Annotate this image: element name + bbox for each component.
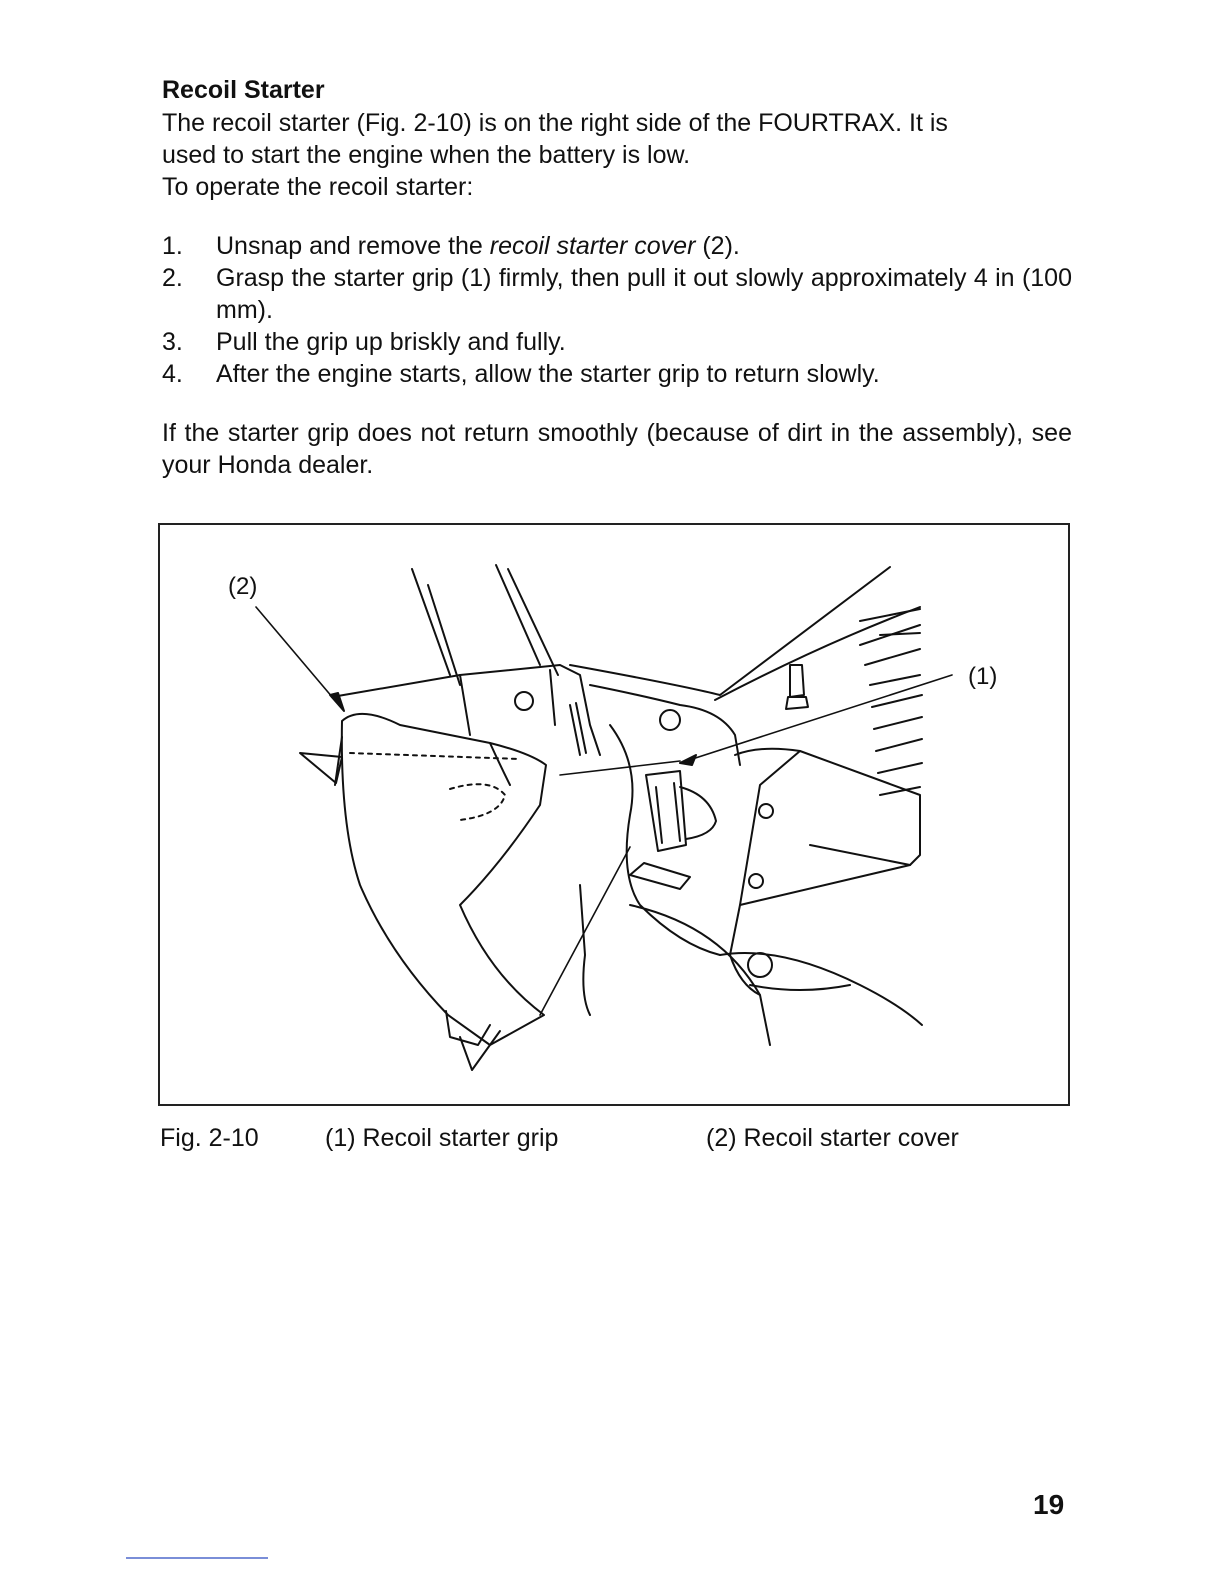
step-number: 3. — [162, 328, 183, 356]
intro-paragraph: The recoil starter (Fig. 2-10) is on the… — [162, 107, 1072, 203]
step-number: 1. — [162, 232, 183, 260]
step-item: 1. Unsnap and remove the recoil starter … — [162, 230, 1072, 262]
step-text-italic: recoil starter cover — [489, 232, 696, 260]
step-text: Grasp the starter grip (1) firmly, then … — [216, 264, 1072, 324]
figure-recoil-starter: (2) (1) — [158, 523, 1070, 1106]
step-text: Unsnap and remove the — [216, 232, 490, 260]
section-heading: Recoil Starter — [162, 76, 325, 104]
step-number: 4. — [162, 360, 183, 388]
figure-caption-item-1: (1) Recoil starter grip — [325, 1124, 559, 1152]
step-item: 2. Grasp the starter grip (1) firmly, th… — [162, 262, 1072, 326]
step-text: (2). — [695, 232, 740, 260]
steps-list: 1. Unsnap and remove the recoil starter … — [162, 230, 1072, 390]
callout-label-1: (1) — [968, 663, 998, 690]
step-text: Pull the grip up briskly and fully. — [216, 328, 566, 356]
figure-caption-item-2: (2) Recoil starter cover — [706, 1124, 959, 1152]
intro-line-2: used to start the engine when the batter… — [162, 141, 691, 169]
callout-label-2: (2) — [228, 573, 258, 600]
note-paragraph: If the starter grip does not return smoo… — [162, 419, 1072, 479]
figure-caption-label: Fig. 2-10 — [160, 1124, 259, 1152]
page-number: 19 — [1033, 1489, 1065, 1520]
step-number: 2. — [162, 264, 183, 292]
bottom-divider — [126, 1557, 268, 1559]
step-item: 3. Pull the grip up briskly and fully. — [162, 326, 1072, 358]
step-text: After the engine starts, allow the start… — [216, 360, 880, 388]
intro-line-3: To operate the recoil starter: — [162, 173, 474, 201]
recoil-starter-illustration — [255, 564, 953, 1071]
step-item: 4. After the engine starts, allow the st… — [162, 358, 1072, 390]
intro-line-1: The recoil starter (Fig. 2-10) is on the… — [162, 109, 948, 137]
